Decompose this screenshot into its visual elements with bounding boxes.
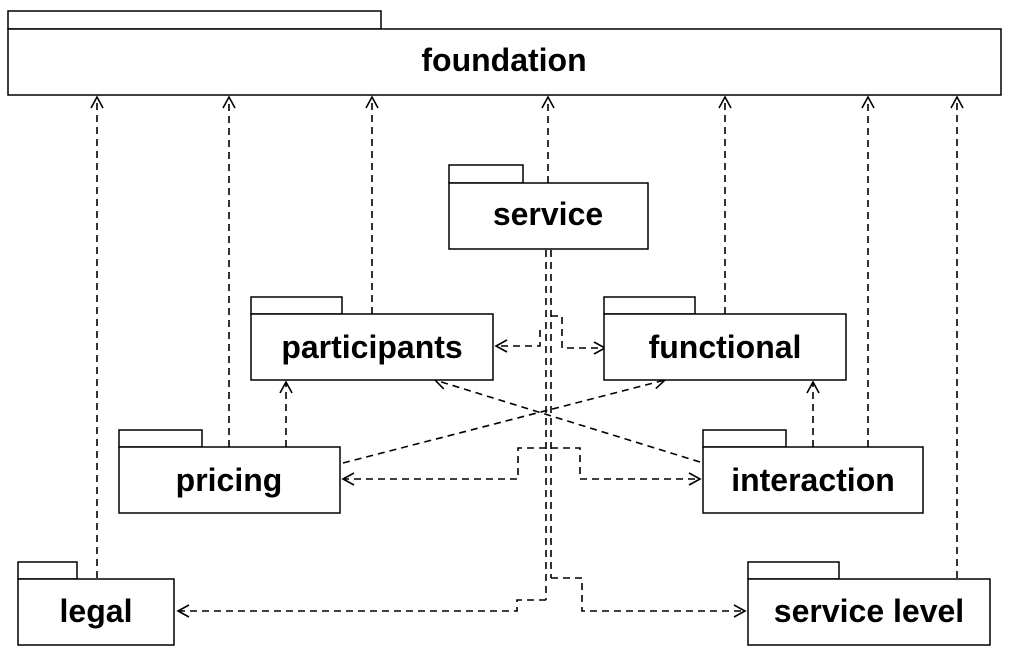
package-tab [603, 296, 696, 315]
dependency-interaction-participants [433, 376, 701, 463]
package-tab [17, 561, 78, 580]
dependency-lines [90, 95, 964, 618]
package-body [702, 446, 924, 514]
package-label-service: service [493, 196, 603, 232]
package-body [7, 28, 1002, 96]
package-body [250, 313, 494, 381]
package-tab [448, 164, 524, 184]
dependency-service-pricing [341, 447, 546, 486]
package-service-level[interactable]: service level [747, 561, 991, 646]
package-tab [250, 296, 343, 315]
package-tab [702, 429, 787, 448]
package-tab [7, 10, 382, 30]
dependency-service-legal [176, 599, 546, 618]
package-label-participants: participants [281, 329, 462, 365]
dependency-service-service-level [551, 577, 747, 618]
package-label-legal: legal [60, 593, 133, 629]
package-participants[interactable]: participants [250, 296, 494, 381]
package-foundation[interactable]: foundation [7, 10, 1002, 96]
dependency-service-interaction [551, 447, 702, 486]
package-tab [118, 429, 203, 448]
package-body [603, 313, 847, 381]
package-body [747, 578, 991, 646]
package-functional[interactable]: functional [603, 296, 847, 381]
package-tab [747, 561, 840, 580]
package-body [118, 446, 341, 514]
package-pricing[interactable]: pricing [118, 429, 341, 514]
package-body [448, 182, 649, 250]
package-label-pricing: pricing [176, 462, 283, 498]
package-legal[interactable]: legal [17, 561, 175, 646]
dependency-pricing-functional [342, 376, 667, 464]
package-service[interactable]: service [448, 164, 649, 250]
package-label-interaction: interaction [731, 462, 895, 498]
package-body [17, 578, 175, 646]
package-interaction[interactable]: interaction [702, 429, 924, 514]
dependency-service-functional [551, 315, 607, 355]
dependency-service-participants [494, 330, 541, 353]
package-label-service-level: service level [774, 593, 964, 629]
package-label-functional: functional [649, 329, 802, 365]
package-label-foundation: foundation [421, 42, 586, 78]
